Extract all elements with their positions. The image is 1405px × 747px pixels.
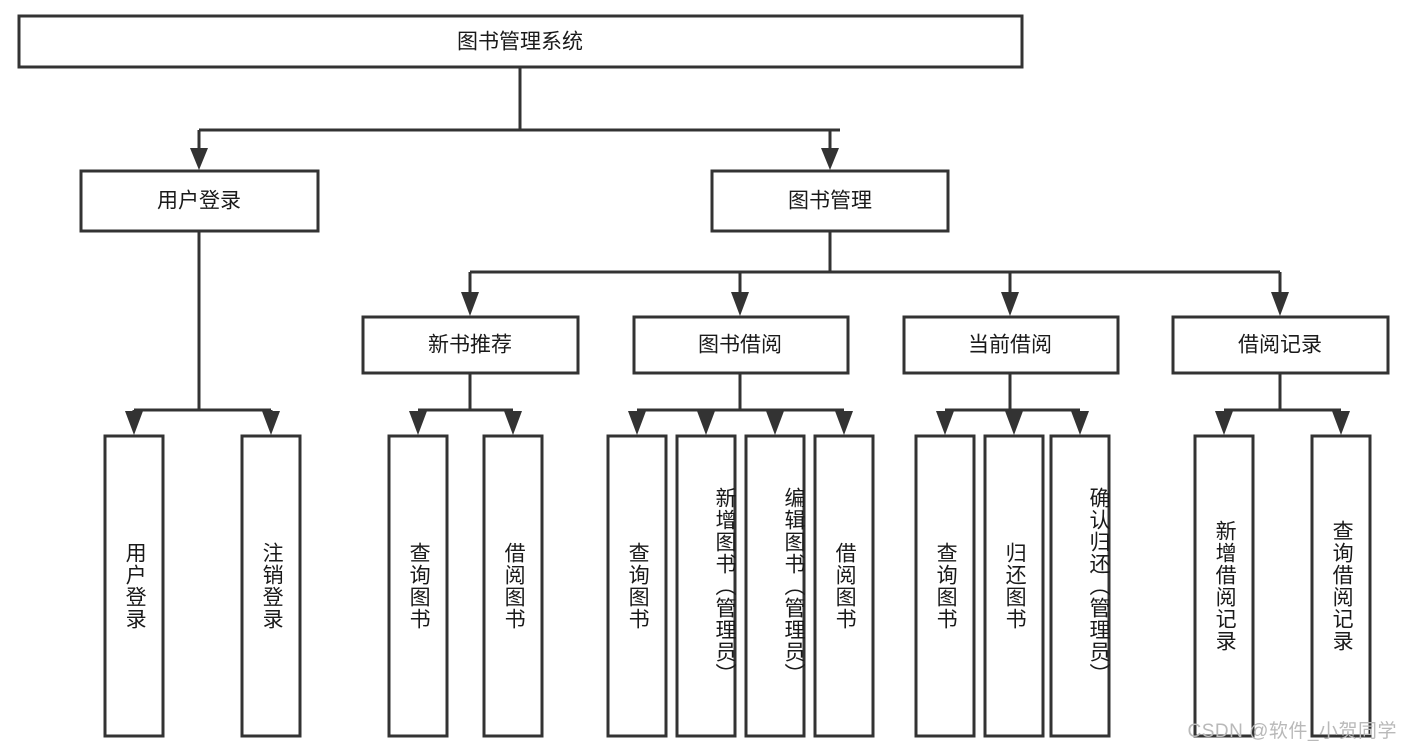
arrow-to-user-login — [190, 148, 208, 170]
connectors-new-book-to-leaves — [409, 374, 522, 435]
node-root-label: 图书管理系统 — [457, 31, 583, 54]
leaf-box-user-login-1[interactable] — [103, 434, 165, 738]
arrow-book-borrow-leaf2 — [697, 411, 715, 435]
leaf-box-current-borrow-2[interactable] — [983, 434, 1045, 738]
node-borrow-record-box[interactable] — [1171, 315, 1390, 375]
arrow-current-borrow-leaf3 — [1071, 411, 1089, 435]
connectors-user-login-to-leaves — [125, 232, 280, 435]
arrow-to-book-borrow — [731, 292, 749, 316]
leaf-box-borrow-record-1[interactable] — [1193, 434, 1255, 738]
arrow-user-login-leaf2 — [262, 411, 280, 435]
leaf-boxes-user-login — [103, 434, 302, 738]
csdn-watermark: CSDN @软件_小贺同学 — [1187, 721, 1397, 742]
connectors-borrow-record-to-leaves — [1215, 374, 1350, 435]
node-current-borrow[interactable]: 当前借阅 — [902, 315, 1120, 375]
node-root-box[interactable] — [17, 14, 1024, 69]
arrow-current-borrow-leaf1 — [936, 411, 954, 435]
connectors-current-borrow-to-leaves — [936, 374, 1089, 435]
leaf-box-current-borrow-3[interactable] — [1049, 434, 1111, 738]
node-new-book-recommend-label: 新书推荐 — [428, 334, 512, 357]
leaf-boxes-new-book-recommend — [387, 434, 544, 738]
leaf-box-current-borrow-1[interactable] — [914, 434, 976, 738]
connectors-book-borrow-to-leaves — [628, 374, 853, 435]
arrow-book-borrow-leaf4 — [835, 411, 853, 435]
arrow-to-new-book — [461, 292, 479, 316]
leaf-box-book-borrow-4[interactable] — [813, 434, 875, 738]
leaf-boxes-borrow-record — [1193, 434, 1372, 738]
leaf-box-book-borrow-1[interactable] — [606, 434, 668, 738]
arrow-book-borrow-leaf1 — [628, 411, 646, 435]
node-book-borrow-label: 图书借阅 — [698, 334, 782, 357]
node-borrow-record-label: 借阅记录 — [1238, 334, 1322, 357]
node-root-system[interactable]: 图书管理系统 — [17, 14, 1024, 69]
leaf-box-user-login-2[interactable] — [240, 434, 302, 738]
node-borrow-record[interactable]: 借阅记录 — [1171, 315, 1390, 375]
leaf-box-borrow-record-2[interactable] — [1310, 434, 1372, 738]
arrow-current-borrow-leaf2 — [1005, 411, 1023, 435]
node-book-borrow-box[interactable] — [632, 315, 850, 375]
leaf-box-new-book-2[interactable] — [482, 434, 544, 738]
leaf-box-book-borrow-3[interactable] — [744, 434, 806, 738]
connectors-root-to-level2 — [190, 67, 840, 170]
node-user-login[interactable]: 用户登录 — [79, 169, 320, 233]
node-current-borrow-label: 当前借阅 — [968, 334, 1052, 357]
arrow-to-book-manage — [821, 148, 839, 170]
node-new-book-recommend[interactable]: 新书推荐 — [361, 315, 580, 375]
node-book-borrow[interactable]: 图书借阅 — [632, 315, 850, 375]
arrow-new-book-leaf1 — [409, 411, 427, 435]
arrow-book-borrow-leaf3 — [766, 411, 784, 435]
node-user-login-label: 用户登录 — [157, 190, 241, 213]
node-user-login-box[interactable] — [79, 169, 320, 233]
arrow-to-borrow-record — [1271, 292, 1289, 316]
leaf-box-book-borrow-2[interactable] — [675, 434, 737, 738]
arrow-to-current-borrow — [1001, 292, 1019, 316]
node-book-manage-box[interactable] — [710, 169, 950, 233]
arrow-borrow-record-leaf1 — [1215, 411, 1233, 435]
arrow-borrow-record-leaf2 — [1332, 411, 1350, 435]
arrow-new-book-leaf2 — [504, 411, 522, 435]
node-new-book-recommend-box[interactable] — [361, 315, 580, 375]
leaf-boxes-current-borrow — [914, 434, 1111, 738]
node-current-borrow-box[interactable] — [902, 315, 1120, 375]
leaf-box-new-book-1[interactable] — [387, 434, 449, 738]
leaf-boxes-book-borrow — [606, 434, 875, 738]
arrow-user-login-leaf1 — [125, 411, 143, 435]
node-book-manage-label: 图书管理 — [788, 190, 872, 213]
connectors-book-manage-to-level3 — [461, 232, 1289, 316]
node-book-manage[interactable]: 图书管理 — [710, 169, 950, 233]
